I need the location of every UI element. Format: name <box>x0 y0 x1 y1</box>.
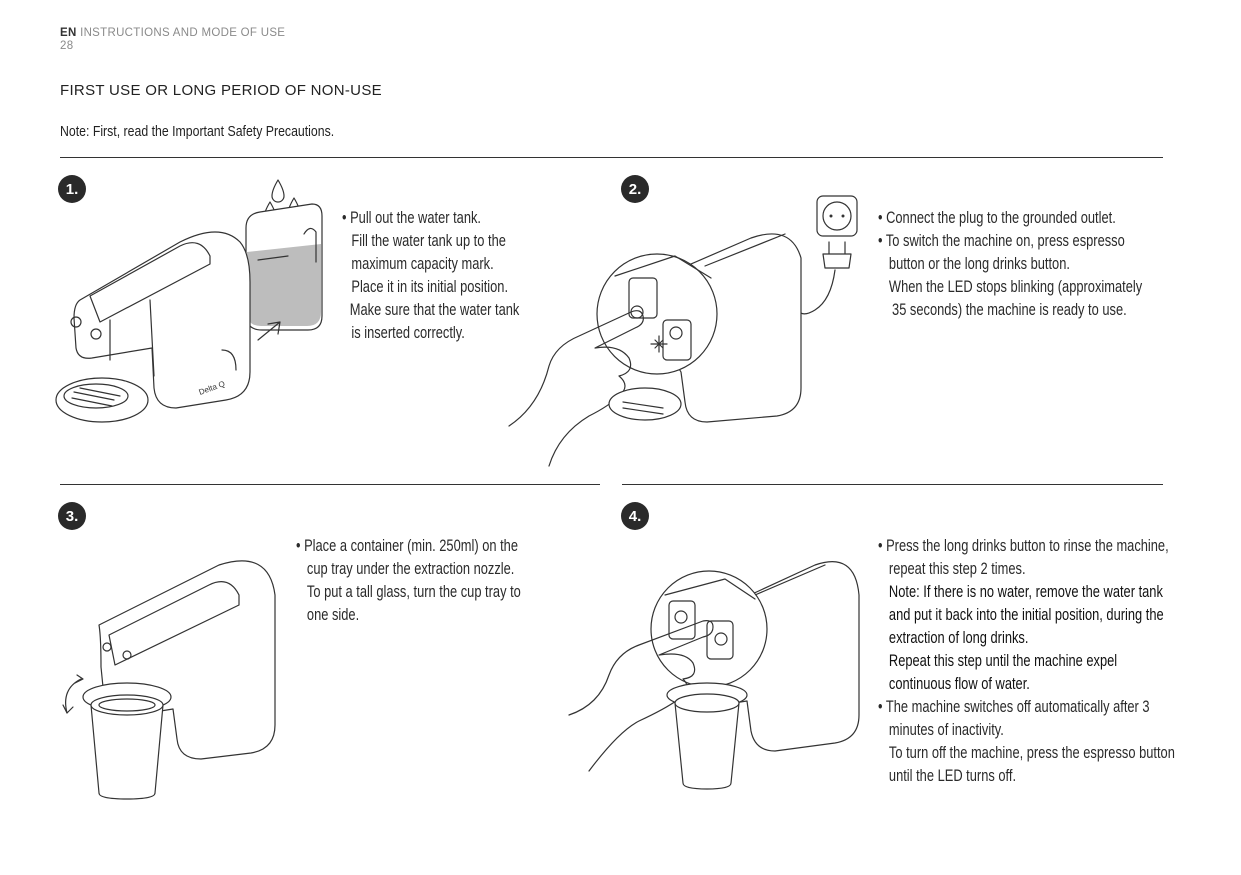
water-drop-icon <box>272 180 284 202</box>
step-1-line: is inserted correctly. <box>342 322 519 345</box>
step-4-line: continuous flow of water. <box>878 673 1175 696</box>
step-1-line: maximum capacity mark. <box>342 253 519 276</box>
step-3-line: cup tray under the extraction nozzle. <box>296 558 521 581</box>
header-title: INSTRUCTIONS AND MODE OF USE <box>80 27 285 39</box>
step-2-line: • To switch the machine on, press espres… <box>878 230 1142 253</box>
step-4-line: repeat this step 2 times. <box>878 558 1175 581</box>
step-3-line: To put a tall glass, turn the cup tray t… <box>296 581 521 604</box>
step-3-line: • Place a container (min. 250ml) on the <box>296 535 521 558</box>
rotate-arrow-icon <box>66 679 81 713</box>
language-code: EN <box>60 27 77 39</box>
step-4-line: • The machine switches off automatically… <box>878 696 1175 719</box>
step-4-line: extraction of long drinks. <box>878 627 1175 650</box>
page-header: EN INSTRUCTIONS AND MODE OF USE 28 <box>60 27 285 53</box>
step-2-line: • Connect the plug to the grounded outle… <box>878 207 1142 230</box>
top-divider <box>60 157 1163 158</box>
step-2-switch-on-illustration <box>505 190 875 470</box>
step-1-line: Fill the water tank up to the <box>342 230 519 253</box>
step-1-text: • Pull out the water tank. Fill the wate… <box>342 207 519 345</box>
step-4-rinse-illustration <box>565 555 865 800</box>
step-4-line: • Press the long drinks button to rinse … <box>878 535 1175 558</box>
step-2-line: When the LED stops blinking (approximate… <box>878 276 1142 299</box>
step-3-text: • Place a container (min. 250ml) on the … <box>296 535 521 627</box>
step-4-text: • Press the long drinks button to rinse … <box>878 535 1175 788</box>
step-1-line: • Pull out the water tank. <box>342 207 519 230</box>
step-4-line: Repeat this step until the machine expel <box>878 650 1175 673</box>
step-1-line: Place it in its initial position. <box>342 276 519 299</box>
divider-step-3 <box>60 484 600 485</box>
cup-icon <box>91 705 163 799</box>
step-4-line: Note: If there is no water, remove the w… <box>878 581 1175 604</box>
step-4-line: until the LED turns off. <box>878 765 1175 788</box>
step-1-line: Make sure that the water tank <box>342 299 519 322</box>
plug-icon <box>829 242 845 254</box>
step-2-line: button or the long drinks button. <box>878 253 1142 276</box>
cup-icon <box>675 703 739 789</box>
safety-note: Note: First, read the Important Safety P… <box>60 123 334 140</box>
step-3-number: 3. <box>58 502 86 530</box>
page-number: 28 <box>60 40 73 52</box>
step-4-line: To turn off the machine, press the espre… <box>878 742 1175 765</box>
cup-tray <box>609 388 681 420</box>
step-3-line: one side. <box>296 604 521 627</box>
step-4-number: 4. <box>621 502 649 530</box>
step-4-line: minutes of inactivity. <box>878 719 1175 742</box>
step-1-machine-illustration: Delta Q <box>50 170 340 440</box>
pressing-hand <box>509 311 643 466</box>
step-4-line: and put it back into the initial positio… <box>878 604 1175 627</box>
section-title: FIRST USE OR LONG PERIOD OF NON-USE <box>60 82 382 99</box>
step-2-text: • Connect the plug to the grounded outle… <box>878 207 1142 322</box>
step-2-line: 35 seconds) the machine is ready to use. <box>878 299 1142 322</box>
divider-step-4 <box>622 484 1163 485</box>
step-3-container-illustration <box>55 555 285 805</box>
